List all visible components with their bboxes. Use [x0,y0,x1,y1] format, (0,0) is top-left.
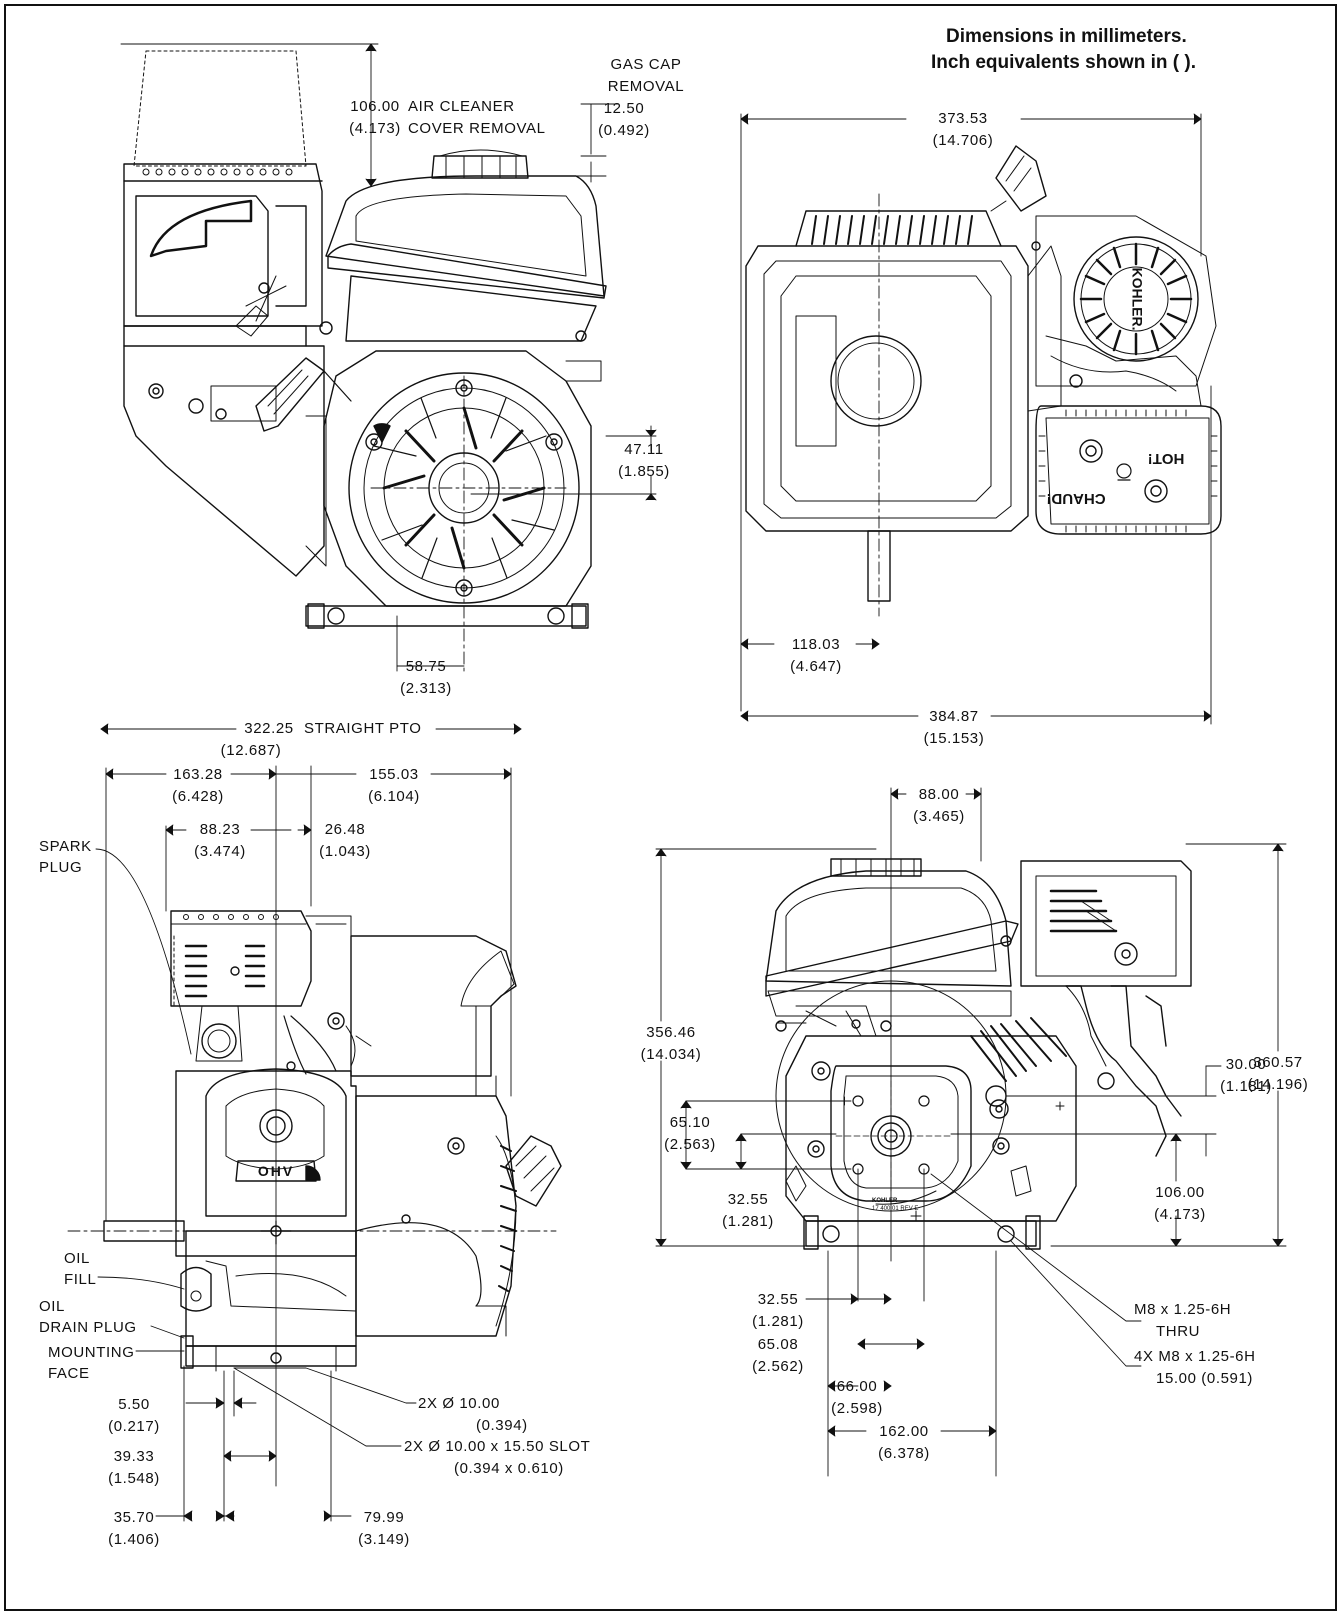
pto-plate-brand: KOHLER [872,1198,898,1204]
side-dim-88: 88.23 [199,821,241,838]
pto-dim-360-in: (14.196) [1247,1076,1309,1093]
hot-warning-text: HOT! [1148,450,1185,467]
pto-dim-356: 356.46 [646,1024,696,1041]
top-view-dims [740,113,1212,725]
pto-dim-162: 162.00 [879,1423,929,1440]
side-dim-26-in: (1.043) [319,843,371,860]
front-dim-58: 58.75 [405,658,447,675]
pto-dim-32-a: 32.55 [727,1191,769,1208]
pto-dim-106-in: (4.173) [1154,1206,1206,1223]
front-dim-58-in: (2.313) [400,680,452,697]
oil-fill-label-2: FILL [64,1271,97,1288]
front-view-engine [123,50,607,629]
air-cleaner-dim: 106.00 [350,98,400,115]
hole-spec-1: 2X Ø 10.00 [418,1395,500,1412]
chaud-warning-text: CHAUD! [1046,490,1105,507]
pto-view-engine: KOHLER 17 400 01 REV E [765,858,1192,1250]
top-dim-118-in: (4.647) [790,658,842,675]
side-view-dims [95,723,522,1522]
front-dim-47: 47.11 [624,441,664,458]
pto-plate-number: 17 400 01 REV E [872,1206,918,1212]
side-view-engine: OHV [67,910,562,1372]
slot-spec: 2X Ø 10.00 x 15.50 SLOT [404,1438,591,1455]
pto-dim-356-in: (14.034) [640,1046,702,1063]
mounting-face-label-2: FACE [48,1365,90,1382]
front-dim-47-in: (1.855) [618,463,670,480]
pto-dim-65-08: 65.08 [757,1336,799,1353]
pto-dim-65-08-in: (2.562) [752,1358,804,1375]
side-dim-39: 39.33 [113,1448,155,1465]
side-dim-79: 79.99 [363,1509,405,1526]
top-kohler-logo: KOHLER. [1129,268,1145,331]
thread-spec-2-depth: 15.00 (0.591) [1156,1370,1254,1387]
pto-dim-66: 66.00 [836,1378,878,1395]
side-dim-5-in: (0.217) [108,1418,160,1435]
slot-spec-in: (0.394 x 0.610) [454,1460,564,1477]
thread-spec-1: M8 x 1.25-6H [1134,1301,1232,1318]
side-dim-88-in: (3.474) [194,843,246,860]
pto-view-dims [655,787,1287,1477]
pto-dim-65-10: 65.10 [669,1114,711,1131]
gas-cap-label-2: REMOVAL [607,78,685,95]
top-dim-118: 118.03 [791,636,841,653]
units-note-line2: Inch equivalents shown in ( ). [931,52,1196,73]
air-cleaner-dim-in: (4.173) [349,120,401,137]
spark-plug-label-2: PLUG [39,859,83,876]
top-dim-373-in: (14.706) [932,132,994,149]
thread-spec-2: 4X M8 x 1.25-6H [1134,1348,1256,1365]
pto-dim-88-in: (3.465) [913,808,965,825]
side-dim-5: 5.50 [118,1396,150,1413]
pto-dim-32-b-in: (1.281) [752,1313,804,1330]
side-dim-79-in: (3.149) [358,1531,410,1548]
side-dim-155: 155.03 [369,766,419,783]
top-view-engine: KOHLER. HOT! CHAUD! [745,145,1222,617]
front-view-dims [120,43,657,672]
mounting-face-label-1: MOUNTING [48,1344,135,1361]
pto-dim-32-b: 32.55 [757,1291,799,1308]
gas-cap-dim: 12.50 [603,100,645,117]
oil-drain-label-1: OIL [39,1298,65,1315]
side-dim-322-in: (12.687) [220,742,282,759]
pto-dim-66-in: (2.598) [831,1400,883,1417]
air-cleaner-label-2: COVER REMOVAL [408,120,546,137]
thread-spec-1-depth: THRU [1156,1323,1201,1340]
oil-drain-label-2: DRAIN PLUG [39,1319,137,1336]
side-dim-35-in: (1.406) [108,1531,160,1548]
side-dim-39-in: (1.548) [108,1470,160,1487]
gas-cap-label-1: GAS CAP [610,56,682,73]
pto-dim-65-10-in: (2.563) [664,1136,716,1153]
air-cleaner-label-1: AIR CLEANER [408,98,515,115]
pto-dim-106: 106.00 [1155,1184,1205,1201]
side-dim-35: 35.70 [113,1509,155,1526]
top-dim-384-in: (15.153) [923,730,985,747]
units-note-line1: Dimensions in millimeters. [946,26,1187,47]
gas-cap-dim-in: (0.492) [598,122,650,139]
pto-dim-30: 30.00 [1225,1056,1267,1073]
drawing-frame: KOHLER. HOT! CHAUD! [4,4,1337,1611]
oil-fill-label-1: OIL [64,1250,90,1267]
hole-spec-1-in: (0.394) [476,1417,528,1434]
top-dim-384: 384.87 [929,708,979,725]
side-dim-26: 26.48 [324,821,366,838]
spark-plug-label-1: SPARK [39,838,92,855]
pto-dim-162-in: (6.378) [878,1445,930,1462]
pto-dim-30-in: (1.181) [1220,1078,1272,1095]
pto-dim-88: 88.00 [918,786,960,803]
ohv-label: OHV [258,1163,294,1179]
side-dim-163: 163.28 [173,766,223,783]
side-dim-163-in: (6.428) [172,788,224,805]
side-dim-322: 322.25 [244,720,294,737]
engine-dimension-drawing: KOHLER. HOT! CHAUD! [67,43,1287,1522]
pto-dim-360: 360.57 [1253,1054,1303,1071]
straight-pto-label: STRAIGHT PTO [304,720,422,737]
side-dim-155-in: (6.104) [368,788,420,805]
pto-dim-32-a-in: (1.281) [722,1213,774,1230]
top-dim-373: 373.53 [938,110,988,127]
